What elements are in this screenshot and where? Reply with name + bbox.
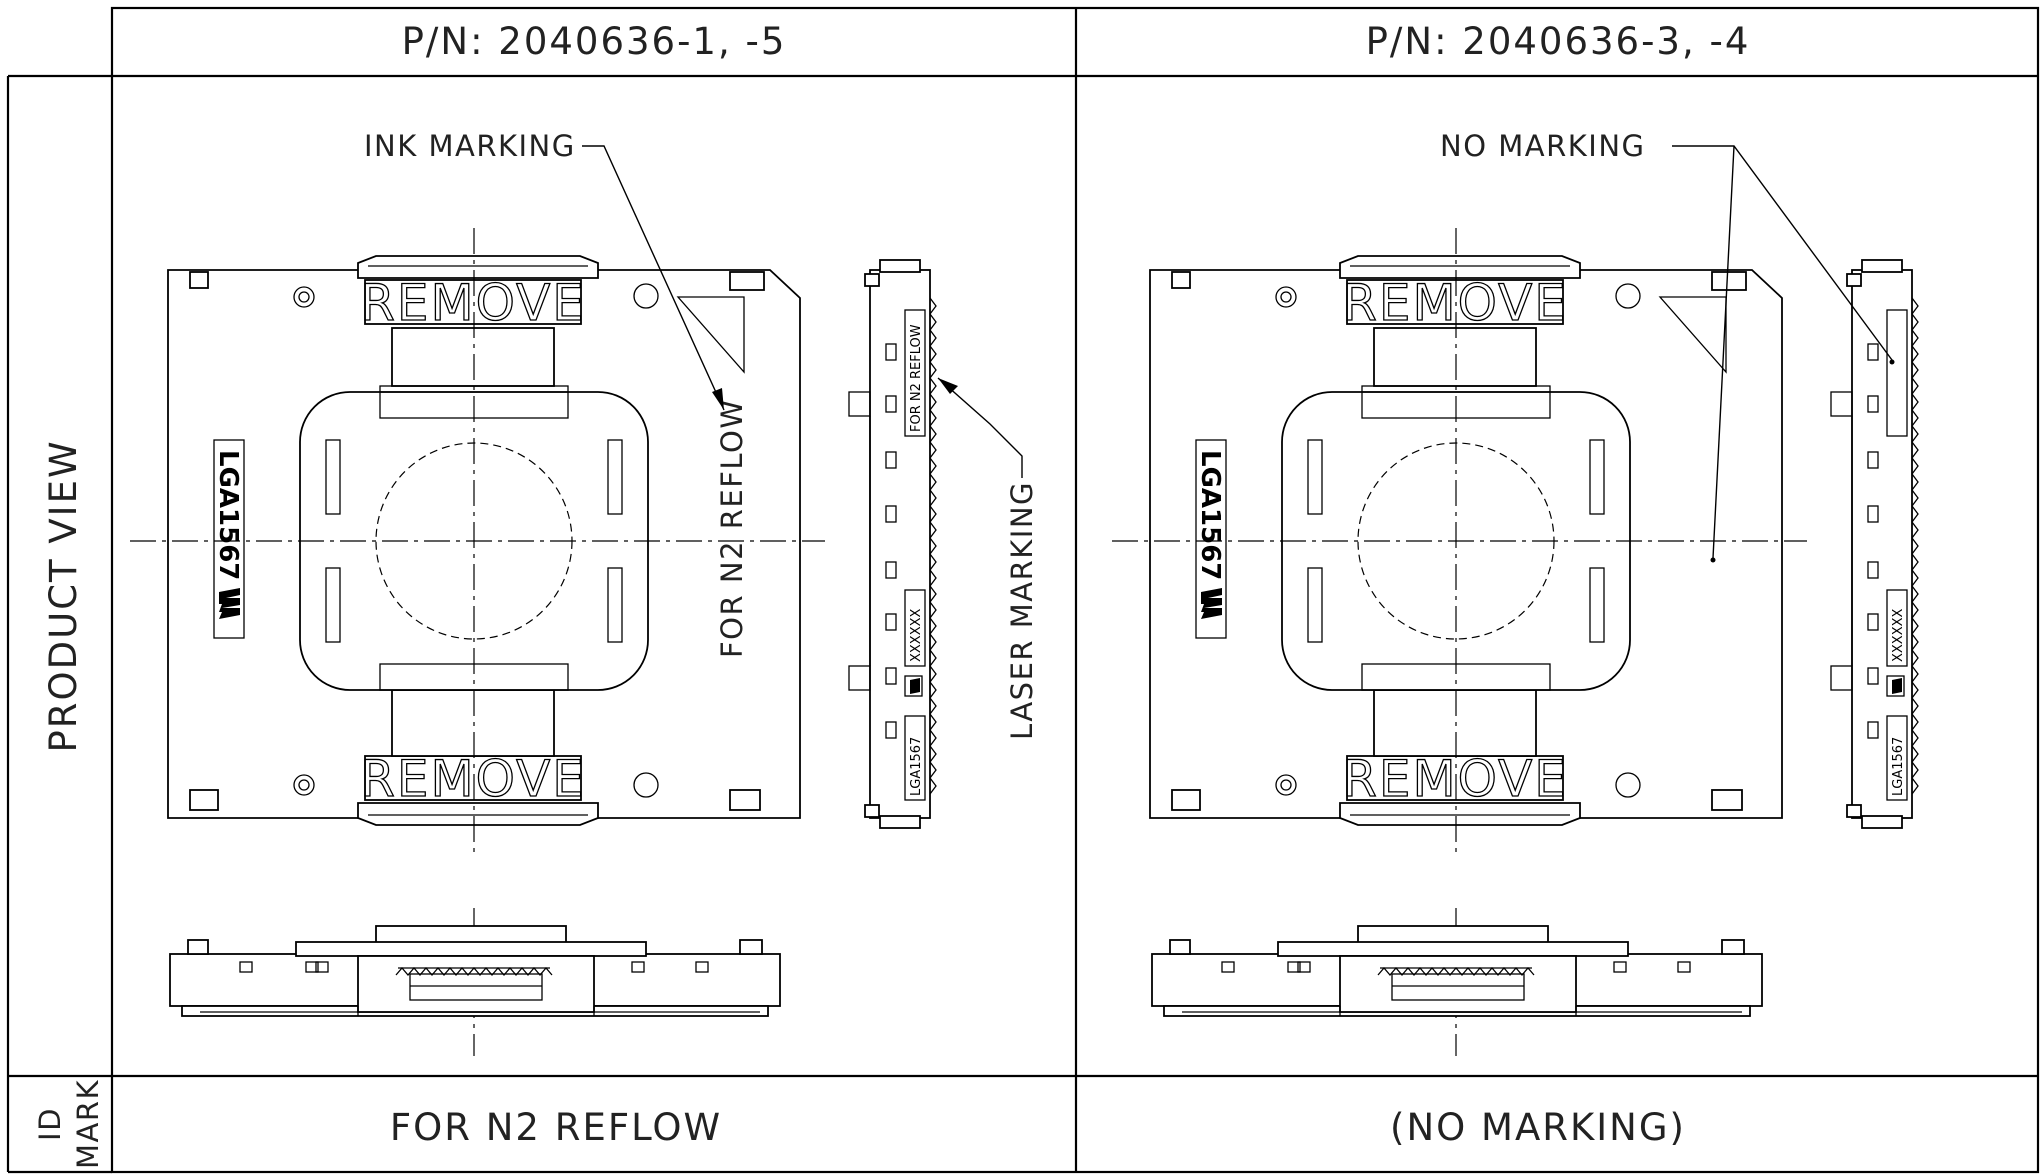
callout-laser-marking: LASER MARKING	[1005, 481, 1039, 740]
te-logo-icon	[219, 588, 240, 619]
side-code-text: XXXXXX	[909, 608, 924, 662]
front-view-left	[169, 907, 781, 1057]
column-header-right: P/N: 2040636-3, -4	[1366, 20, 1751, 63]
laser-marking-arrowhead	[938, 378, 958, 394]
column-header-left: P/N: 2040636-1, -5	[402, 20, 787, 63]
row-label-id: ID	[33, 1107, 67, 1141]
remove-label-top-right: REMOVE	[1342, 274, 1568, 332]
laser-marking-leader	[937, 377, 1023, 478]
side-code-text-right: XXXXXX	[1891, 608, 1906, 662]
callout-no-marking: NO MARKING	[1440, 129, 1645, 163]
table-frame	[6, 6, 2040, 1174]
id-mark-right: (NO MARKING)	[1390, 1106, 1686, 1149]
row-label-mark: MARK	[71, 1079, 105, 1169]
no-marking-leader	[1672, 145, 1893, 559]
variant-left: REMOVE REMOVE LGA1567 FOR N2 REFLOW FOR …	[129, 129, 1039, 1057]
ink-marking-leader	[582, 145, 725, 411]
model-label: LGA1567	[213, 450, 243, 580]
remove-label-top: REMOVE	[360, 274, 586, 332]
remove-label-bottom-right: REMOVE	[1342, 750, 1568, 808]
side-model-text: LGA1567	[909, 737, 924, 796]
variant-right: REMOVE REMOVE LGA1567 XXXXXX LGA1567 NO …	[1111, 129, 1919, 1057]
ink-marking-arrowhead	[712, 388, 724, 410]
no-marking-dot-top	[1710, 557, 1716, 563]
side-model-text-right: LGA1567	[1891, 737, 1906, 796]
reflow-ink-text: FOR N2 REFLOW	[715, 398, 749, 658]
callout-ink-marking: INK MARKING	[364, 129, 576, 163]
side-logo-icon	[910, 678, 920, 694]
te-logo-icon-right	[1201, 588, 1222, 619]
id-mark-left: FOR N2 REFLOW	[390, 1106, 722, 1149]
remove-label-bottom: REMOVE	[360, 750, 586, 808]
model-label-right: LGA1567	[1195, 450, 1225, 580]
no-marking-dot-side	[1889, 359, 1895, 365]
side-logo-icon-right	[1892, 678, 1902, 694]
row-label-product-view: PRODUCT VIEW	[42, 439, 85, 752]
side-reflow-text: FOR N2 REFLOW	[909, 324, 924, 432]
front-view-right	[1151, 907, 1763, 1057]
